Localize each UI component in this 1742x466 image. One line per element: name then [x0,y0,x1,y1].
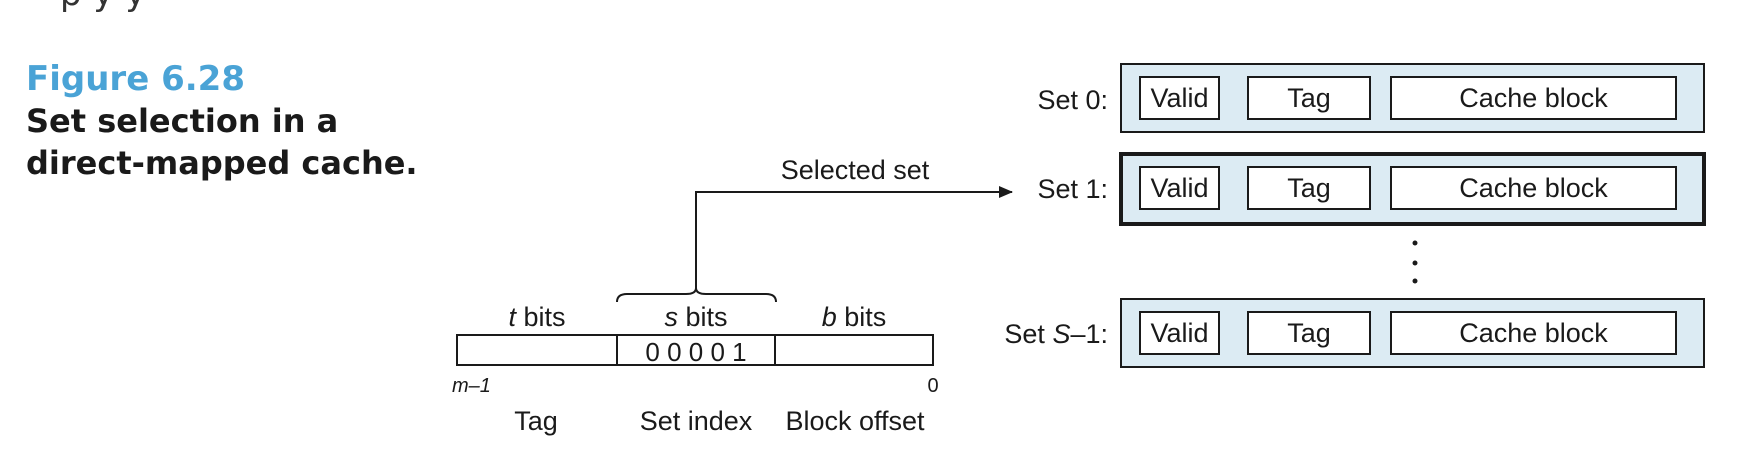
high-bit-label: m–1 [452,375,491,397]
address-tag-field [456,334,618,366]
set-0-valid-label: Valid [1150,83,1208,113]
tag-bits-suffix: bits [516,302,566,332]
set-0-cache-block-label: Cache block [1459,83,1608,113]
set-last-label-prefix: Set [1004,319,1052,349]
set-0-tag-box [1247,76,1371,120]
set-0-cache-block-box [1390,76,1677,120]
set-last-tag-label: Tag [1287,318,1331,348]
ellipsis-dot [1412,240,1418,246]
set-1-tag-label: Tag [1287,173,1331,203]
vertical-ellipsis [1412,240,1418,284]
tag-bits-label: t bits [508,302,565,332]
cache-set-last: Set S–1: Valid Tag Cache block [1004,298,1705,368]
selected-set-label: Selected set [781,155,930,185]
set-0-valid-box [1139,76,1220,120]
block-offset-bits-var: b [822,302,837,332]
low-bit-label: 0 [927,375,938,397]
set-0-tag-label: Tag [1287,83,1331,113]
set-index-value: 0 0 0 0 1 [645,337,746,367]
figure-caption: Figure 6.28 Set selection in a direct-ma… [26,58,446,184]
set-1-label: Set 1: [1037,174,1108,204]
set-last-valid-box [1139,311,1220,355]
cache-set-1: Set 1: Valid Tag Cache block [1037,152,1706,226]
set-index-bits-var: s [664,302,678,332]
set-last-label-suffix: –1: [1070,319,1108,349]
cache-set-0: Set 0: Valid Tag Cache block [1037,63,1705,133]
tag-bits-var: t [508,302,517,332]
address-set-index-field [616,334,776,366]
ellipsis-dot [1412,278,1418,284]
set-last-tag-box [1247,311,1371,355]
selected-set-arrow [695,186,1013,288]
set-1-valid-label: Valid [1150,173,1208,203]
set-1-valid-box [1139,166,1220,210]
figure-label: Figure 6.28 [26,59,245,99]
set-0-label: Set 0: [1037,85,1108,115]
set-last-label-var: S [1052,319,1070,349]
tag-field-name: Tag [514,406,558,436]
address-block-offset-field [774,334,934,366]
ellipsis-dot [1412,260,1418,266]
set-1-cache-block-label: Cache block [1459,173,1608,203]
set-last-cache-block-label: Cache block [1459,318,1608,348]
set-index-field-name: Set index [640,406,753,436]
block-offset-field-name: Block offset [785,406,925,436]
set-last-valid-label: Valid [1150,318,1208,348]
cropped-body-text: p y y [60,0,146,14]
set-index-bits-label: s bits [664,302,727,332]
set-last-cache-block-box [1390,311,1677,355]
figure-title: Set selection in a direct-mapped cache. [26,102,418,182]
set-1-cache-block-box [1390,166,1677,210]
block-offset-bits-label: b bits [822,302,887,332]
set-index-bits-suffix: bits [678,302,728,332]
set-1-tag-box [1247,166,1371,210]
set-index-brace [616,287,777,303]
block-offset-bits-suffix: bits [837,302,887,332]
set-last-label: Set S–1: [1004,319,1108,349]
